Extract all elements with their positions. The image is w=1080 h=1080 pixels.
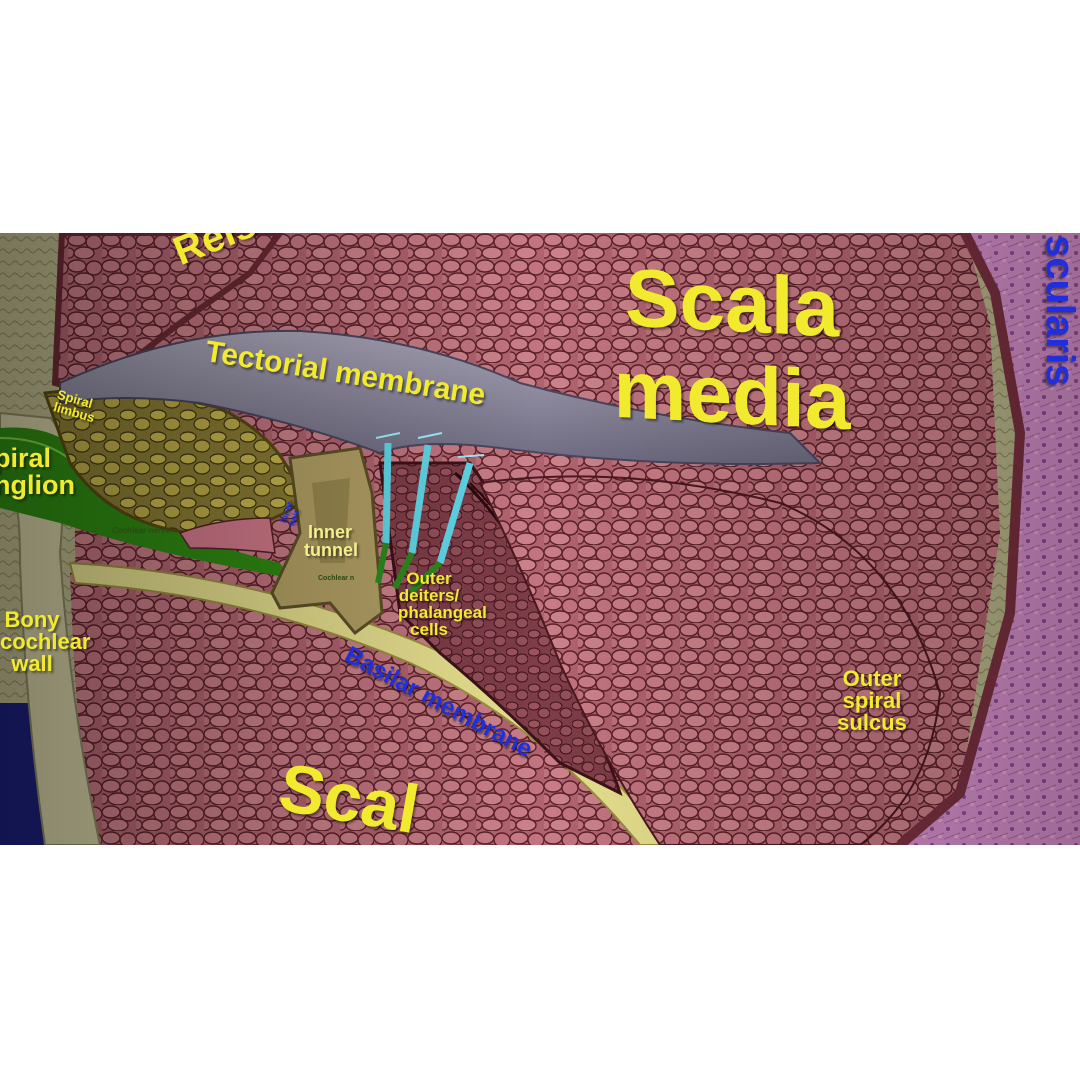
cochlea-illustration (0, 233, 1080, 845)
label-cochlear-nerve-small: Cochlear n (318, 575, 355, 582)
label-spiral-ganglion: piral nglion (0, 443, 75, 500)
label-outer-spiral-sulcus: Outer spiral sulcus (837, 666, 907, 735)
label-scala-media: Scala media (613, 252, 851, 448)
label-bony-cochlear-wall: Bony cochlear wall (0, 607, 91, 676)
cochlea-cross-section: Scala media Reissn Tectorial membrane Sp… (0, 233, 1080, 845)
shading-overlay (0, 233, 1080, 845)
label-stria-vascularis: scularis (1038, 235, 1080, 387)
label-outer-deiters-cells: Outer deiters/ phalangeal cells (398, 569, 487, 639)
label-inner-tunnel: Inner tunnel (304, 522, 358, 560)
label-cochlear-nerve: Cochlear nerve (112, 526, 170, 535)
